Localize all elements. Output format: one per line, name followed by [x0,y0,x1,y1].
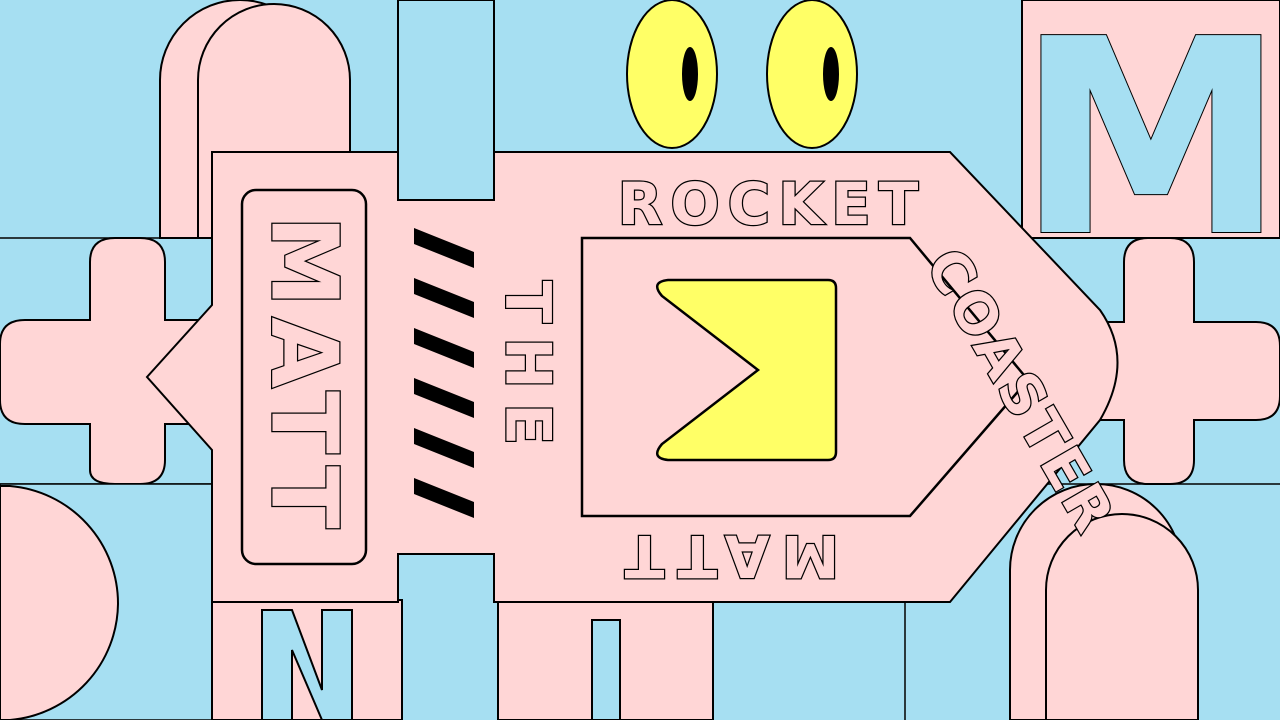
bottom-right-arch [1009,483,1199,720]
top-center-block [397,0,495,201]
rocket-label: ROCKET [618,170,927,238]
the-label: THE [492,281,565,460]
bottom-name-label: MATT [613,522,840,590]
bottom-left-shape [0,483,213,720]
hazard-stripes-icon [414,228,474,518]
name-badge [240,188,368,566]
play-arrow-icon [655,278,838,462]
top-right-block: M [1016,0,1280,297]
left-eye-icon [626,0,718,149]
plus-sign-icon [0,237,211,485]
bottom-letter-shapes [211,599,714,720]
corner-letter: M [1017,0,1280,296]
right-eye-icon [766,0,858,149]
vertical-name-label: MATT [251,215,358,538]
